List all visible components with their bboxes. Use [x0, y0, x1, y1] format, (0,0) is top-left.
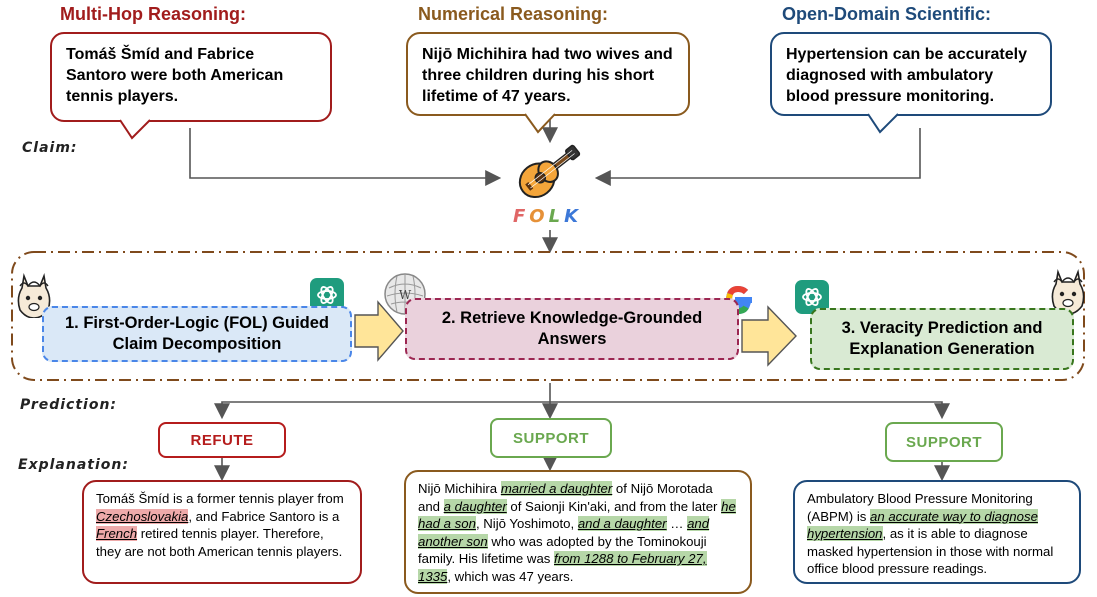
arrow-to-verdict1 — [214, 401, 550, 420]
explanation-text: Nijō Michihira — [418, 481, 501, 496]
heading-open-domain: Open-Domain Scientific: — [782, 4, 992, 24]
claim-numerical-text: Nijō Michihira had two wives and three c… — [422, 46, 673, 105]
step-retrieve-answers: 2. Retrieve Knowledge-Grounded Answers — [405, 298, 739, 360]
guitar-icon — [518, 144, 581, 199]
step-fol-decomposition: 1. First-Order-Logic (FOL) Guided Claim … — [42, 306, 352, 362]
arrow-to-verdict3 — [550, 401, 950, 420]
explanation-multi-hop: Tomáš Šmíd is a former tennis player fro… — [82, 480, 362, 584]
claim-multi-hop: Tomáš Šmíd and Fabrice Santoro were both… — [50, 32, 332, 122]
explanation-text: , as it is able to diagnose masked hyper… — [807, 526, 1054, 576]
highlighted-evidence: a daughter — [443, 498, 507, 514]
arrow-claim1-to-folk — [189, 128, 502, 186]
folk-letter-k: K — [564, 206, 583, 227]
claim-numerical: Nijō Michihira had two wives and three c… — [406, 32, 690, 116]
explanation-text: of Nijō Morotada and — [418, 481, 713, 514]
label-explanation: Explanation: — [18, 457, 129, 473]
explanation-numerical: Nijō Michihira married a daughter of Nij… — [404, 470, 752, 594]
heading-multi-hop: Multi-Hop Reasoning: — [60, 4, 246, 24]
llama-icon — [17, 273, 51, 318]
highlighted-evidence: married a daughter — [500, 481, 613, 496]
label-prediction: Prediction: — [20, 397, 118, 413]
explanation-text: , which was 47 years. — [447, 568, 574, 584]
explanation-open-domain: Ambulatory Blood Pressure Monitoring (AB… — [793, 480, 1081, 584]
explanation-text: … — [666, 516, 688, 531]
highlighted-evidence: Czechoslovakia — [96, 508, 189, 524]
explanation-text: Ambulatory Blood Pressure Monitoring (AB… — [807, 491, 1033, 524]
verdict-support-numerical: SUPPORT — [490, 418, 612, 458]
step-veracity-prediction: 3. Veracity Prediction and Explanation G… — [810, 308, 1074, 370]
arrow-claim3-to-folk — [594, 128, 921, 186]
step-fol-decomposition-label: 1. First-Order-Logic (FOL) Guided Claim … — [65, 314, 329, 353]
svg-text:W: W — [399, 288, 412, 302]
explanation-text: , Nijō Yoshimoto, — [475, 516, 578, 531]
verdict-support-scientific: SUPPORT — [885, 422, 1003, 462]
claim-multi-hop-text: Tomáš Šmíd and Fabrice Santoro were both… — [66, 46, 284, 105]
explanation-text: who was adopted by the Tominokouji famil… — [418, 533, 707, 567]
claim-open-domain: Hypertension can be accurately diagnosed… — [770, 32, 1052, 116]
explanation-text: Tomáš Šmíd is a former tennis player fro… — [96, 491, 344, 506]
folk-letter-l: L — [548, 206, 565, 227]
step-retrieve-answers-label: 2. Retrieve Knowledge-Grounded Answers — [441, 309, 703, 348]
label-claim: Claim: — [22, 140, 78, 156]
step-veracity-prediction-label: 3. Veracity Prediction and Explanation G… — [841, 319, 1043, 358]
folk-letter-o: O — [529, 206, 549, 227]
claim-open-domain-text: Hypertension can be accurately diagnosed… — [786, 46, 1027, 105]
block-arrow-2 — [741, 305, 797, 367]
pipeline-frame — [11, 251, 1085, 381]
highlighted-evidence: French — [96, 526, 138, 541]
highlighted-evidence: and a daughter — [577, 516, 667, 531]
folk-logo: FOLK — [513, 206, 582, 227]
explanation-text: , and Fabrice Santoro is a — [188, 508, 340, 524]
folk-letter-f: F — [513, 206, 530, 227]
heading-numerical: Numerical Reasoning: — [418, 4, 609, 24]
verdict-refute: REFUTE — [158, 422, 286, 458]
explanation-text: of Saionji Kin'aki, and from the later — [506, 498, 722, 514]
block-arrow-1 — [354, 300, 404, 362]
explanation-text: retired tennis player. Therefore, they a… — [96, 526, 343, 559]
